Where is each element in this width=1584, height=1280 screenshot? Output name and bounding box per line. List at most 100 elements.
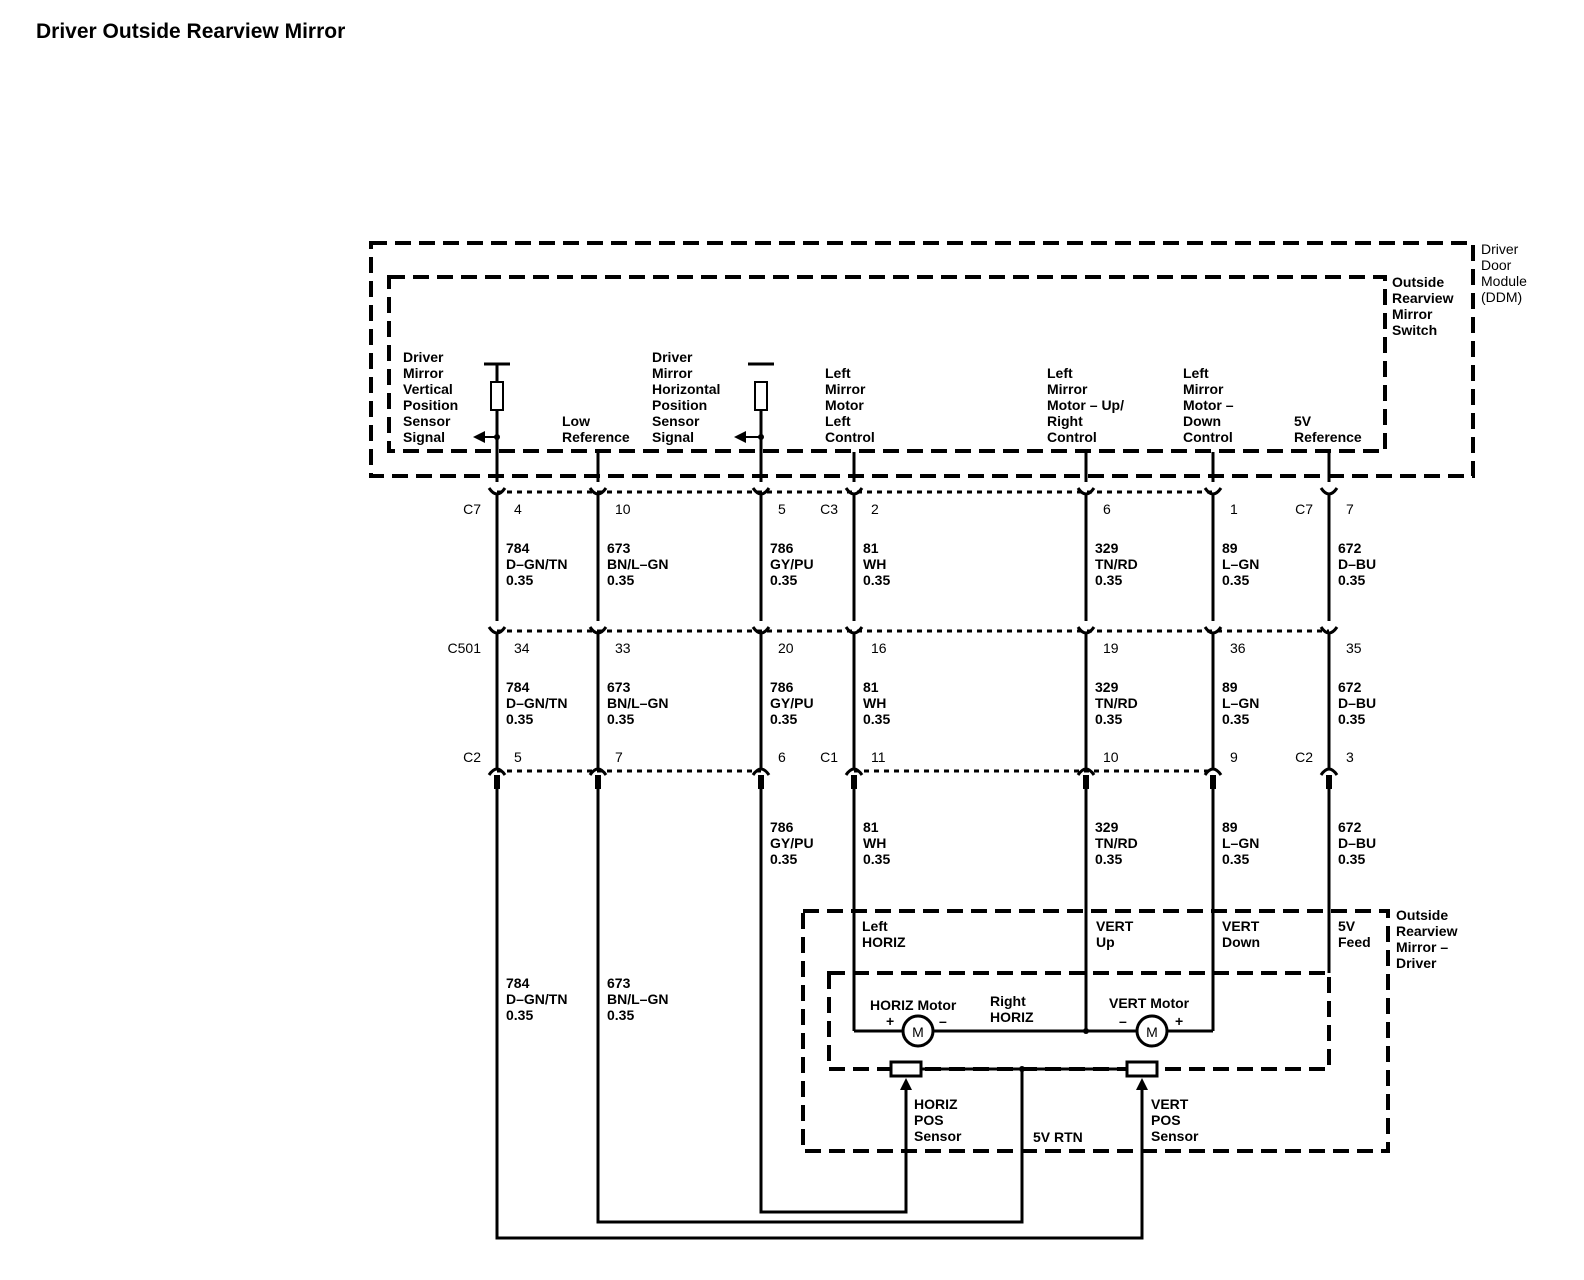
circuit-function-line: Signal bbox=[403, 429, 445, 445]
wire-id-line: BN/L–GN bbox=[607, 695, 668, 711]
wire-id-line: GY/PU bbox=[770, 835, 814, 851]
junction-dot bbox=[758, 434, 764, 440]
connector-pin: 35 bbox=[1346, 640, 1362, 656]
wire-id-line: 786 bbox=[770, 540, 794, 556]
connector-pin: 10 bbox=[615, 501, 631, 517]
vert-pos-line: VERT bbox=[1151, 1096, 1189, 1112]
wire-id-line: D–BU bbox=[1338, 556, 1376, 572]
circuit-function-line: Mirror bbox=[652, 365, 693, 381]
vert-motor-minus: – bbox=[1119, 1013, 1127, 1029]
circuit-function-line: Horizontal bbox=[652, 381, 720, 397]
circuit-function-line: Left bbox=[1183, 365, 1209, 381]
vert-pos-sensor-element bbox=[1125, 1060, 1159, 1078]
connector-pin: 9 bbox=[1230, 749, 1238, 765]
wire-id-line: 0.35 bbox=[1222, 572, 1249, 588]
wire-id-line: WH bbox=[863, 835, 886, 851]
connector-pin: 20 bbox=[778, 640, 794, 656]
wire-id-line: 0.35 bbox=[1095, 851, 1122, 867]
mirror-terminal-label-line: HORIZ bbox=[862, 934, 906, 950]
horiz-pos-sensor-element bbox=[889, 1060, 923, 1078]
rtn-label: 5V RTN bbox=[1033, 1129, 1083, 1145]
circuit-function-line: Driver bbox=[652, 349, 693, 365]
wire-id-line: TN/RD bbox=[1095, 835, 1138, 851]
circuit-function-line: Left bbox=[825, 413, 851, 429]
circuit-function-line: Motor bbox=[825, 397, 864, 413]
wire-id-line: D–BU bbox=[1338, 835, 1376, 851]
ddm-label-line: Door bbox=[1481, 257, 1512, 273]
wire-id-line: 784 bbox=[506, 679, 530, 695]
circuit-3: DriverMirrorHorizontalPositionSensorSign… bbox=[652, 349, 814, 867]
resistor bbox=[490, 381, 504, 411]
connector-terminal bbox=[1076, 761, 1096, 789]
horiz-motor-label: HORIZ Motor bbox=[870, 997, 957, 1013]
wire-id-line: 81 bbox=[863, 819, 879, 835]
wire-id-line: 786 bbox=[770, 679, 794, 695]
mirror-label-line: Driver bbox=[1396, 955, 1437, 971]
circuit-function-line: Reference bbox=[1294, 429, 1362, 445]
circuit-1: DriverMirrorVerticalPositionSensorSignal… bbox=[403, 349, 567, 1023]
wire-id-line: 0.35 bbox=[607, 711, 634, 727]
right-horiz-line: Right bbox=[990, 993, 1026, 1009]
circuits: DriverMirrorVerticalPositionSensorSignal… bbox=[403, 349, 1376, 1031]
connector-name: C2 bbox=[1295, 749, 1313, 765]
wire-id-line: D–GN/TN bbox=[506, 556, 567, 572]
vert-wiper-arrow-icon bbox=[1136, 1078, 1148, 1090]
connector-pin: 10 bbox=[1103, 749, 1119, 765]
connector-terminal bbox=[844, 487, 864, 502]
connector-pin: 3 bbox=[1346, 749, 1354, 765]
circuit-function-line: Down bbox=[1183, 413, 1221, 429]
low-reference-wire bbox=[596, 786, 1024, 1224]
connector-terminal bbox=[844, 626, 864, 641]
connector-name: C7 bbox=[1295, 501, 1313, 517]
connector-terminal bbox=[751, 487, 771, 502]
terminal-stub bbox=[494, 775, 500, 789]
connector-terminal bbox=[1076, 487, 1096, 502]
wire-id-line: 0.35 bbox=[506, 572, 533, 588]
arrow-icon bbox=[734, 431, 746, 443]
connector-pin: 1 bbox=[1230, 501, 1238, 517]
connector-terminal bbox=[1203, 626, 1223, 641]
wire-id-line: 672 bbox=[1338, 819, 1362, 835]
switch-label-line: Switch bbox=[1392, 322, 1437, 338]
circuit-function-line: Mirror bbox=[403, 365, 444, 381]
bottom-return-wires bbox=[495, 786, 1144, 1240]
wire-id-line: 81 bbox=[863, 679, 879, 695]
connector-terminal bbox=[1319, 761, 1339, 789]
connector-name: C2 bbox=[463, 749, 481, 765]
vert-pos-line: POS bbox=[1151, 1112, 1181, 1128]
wire-id-line: TN/RD bbox=[1095, 556, 1138, 572]
terminal-cup bbox=[1203, 767, 1223, 776]
connector-name: C7 bbox=[463, 501, 481, 517]
circuit-function-line: Motor – bbox=[1183, 397, 1234, 413]
wire-id-line: 0.35 bbox=[1095, 572, 1122, 588]
circuit-function-line: Low bbox=[562, 413, 590, 429]
mirror-label-line: Rearview bbox=[1396, 923, 1458, 939]
wire-id-line: TN/RD bbox=[1095, 695, 1138, 711]
ddm-module-box bbox=[369, 241, 1475, 478]
connector-pin: 11 bbox=[871, 749, 886, 765]
mirror-assembly-box bbox=[801, 909, 1390, 1153]
wire-id-line: GY/PU bbox=[770, 695, 814, 711]
right-horiz-line: HORIZ bbox=[990, 1009, 1034, 1025]
circuit-function-line: Vertical bbox=[403, 381, 453, 397]
wire-id-line: 0.35 bbox=[863, 572, 890, 588]
terminal-stub bbox=[851, 775, 857, 789]
wire-id-line: 0.35 bbox=[506, 711, 533, 727]
wire-id-line: 0.35 bbox=[1338, 572, 1365, 588]
vert-motor-label: VERT Motor bbox=[1109, 995, 1190, 1011]
connector-terminal bbox=[1203, 487, 1223, 502]
connector-pin: 7 bbox=[1346, 501, 1354, 517]
wire-id-line: 0.35 bbox=[1095, 711, 1122, 727]
terminal-cup bbox=[1319, 487, 1339, 496]
terminal-cup bbox=[844, 626, 864, 635]
terminal-cup bbox=[844, 487, 864, 496]
mirror-terminal-label-line: VERT bbox=[1222, 918, 1260, 934]
horiz-sensor-signal-wire bbox=[759, 786, 908, 1214]
switch-label-line: Outside bbox=[1392, 274, 1444, 290]
mirror-terminal-label-line: 5V bbox=[1338, 918, 1356, 934]
horiz-pos-line: POS bbox=[914, 1112, 944, 1128]
